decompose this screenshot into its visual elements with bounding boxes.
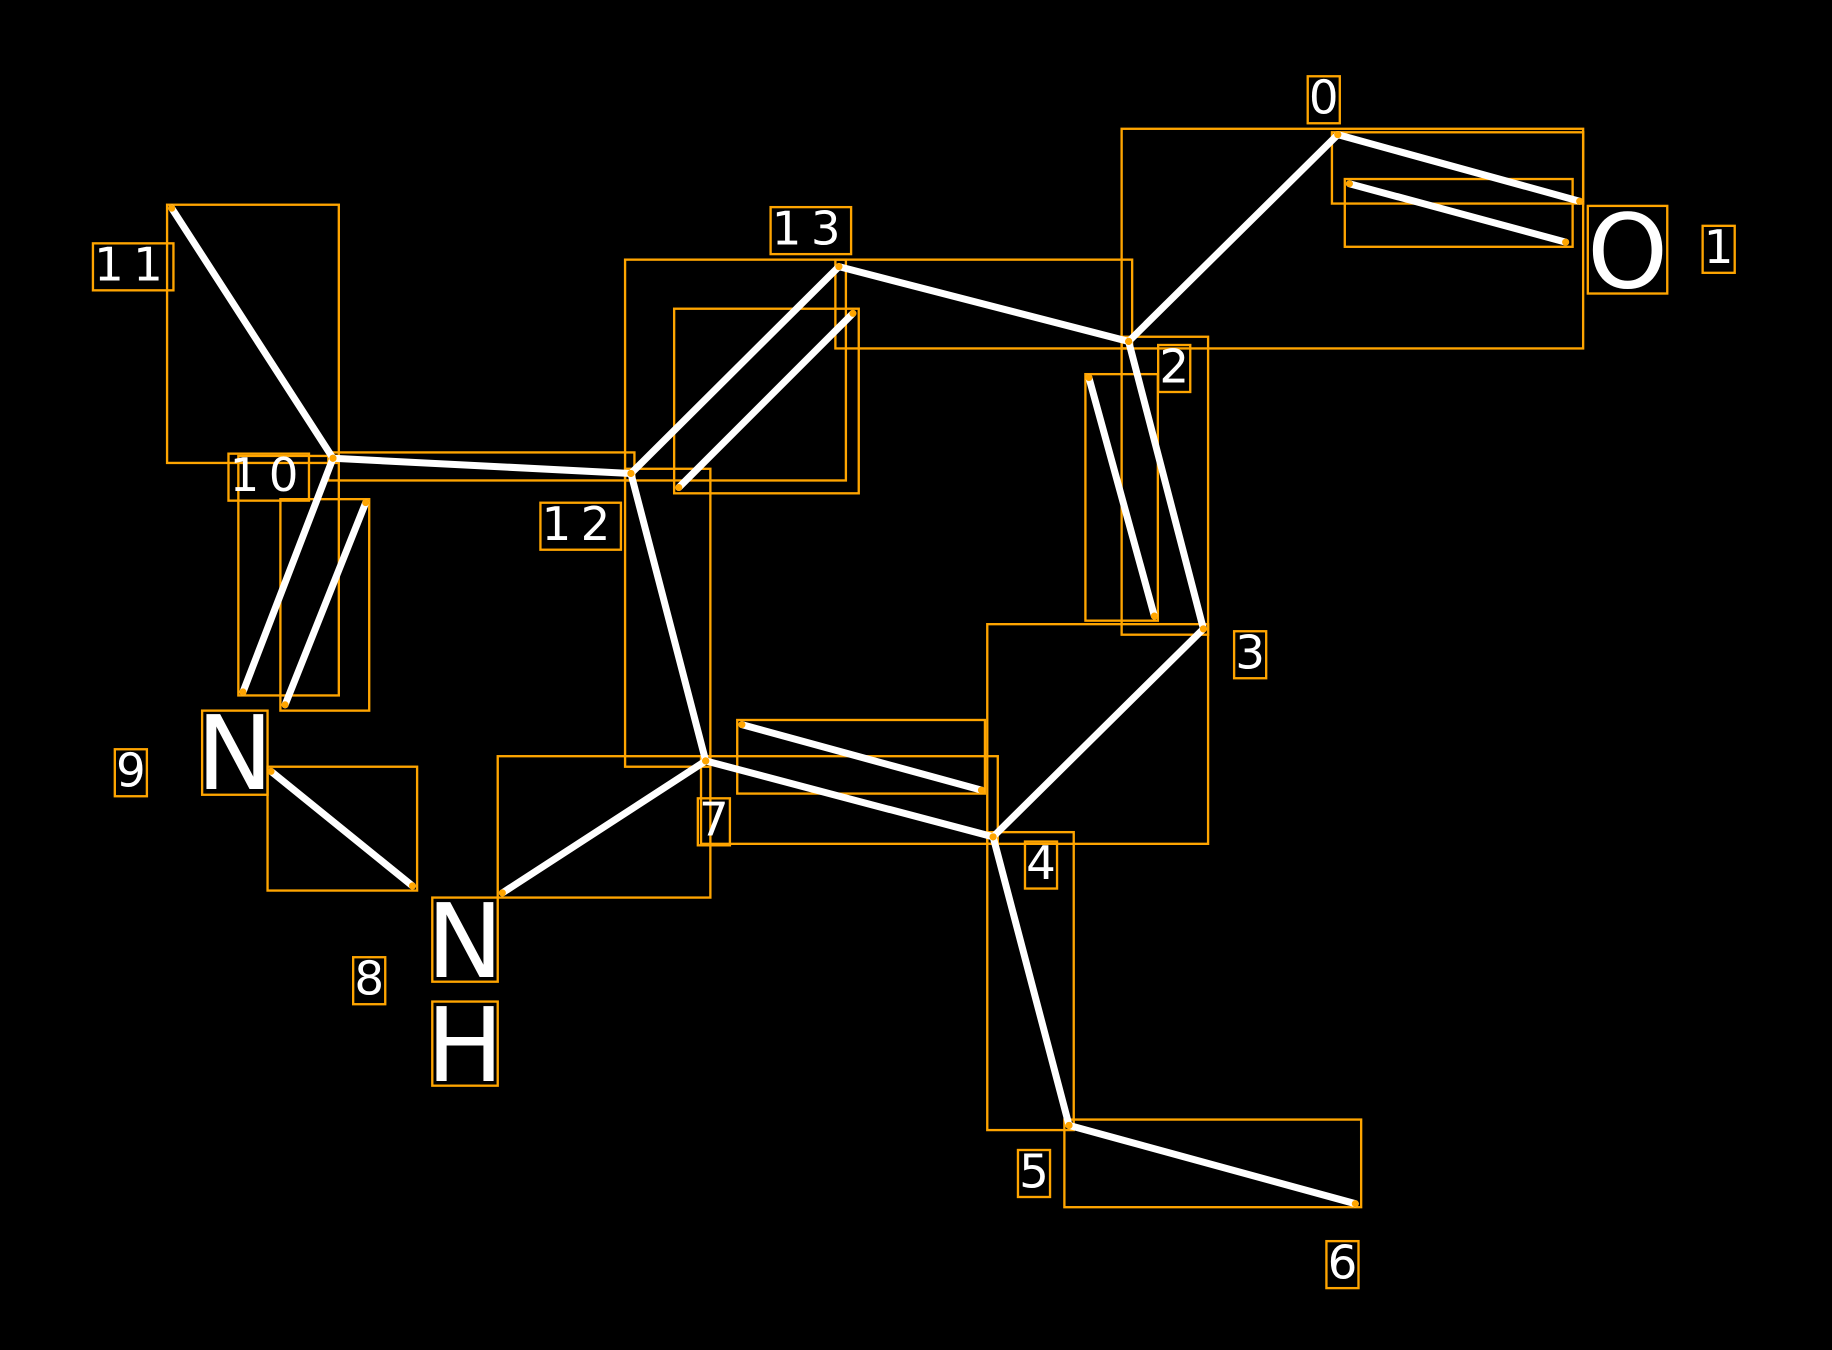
bond-box <box>165 203 340 465</box>
index-0: 0 <box>1309 72 1339 126</box>
index-label-box <box>769 205 853 256</box>
bond-box <box>1063 1118 1363 1209</box>
atom-indices: 0 1 2 3 4 5 6 7 8 9 10 11 12 13 <box>91 72 1736 1290</box>
bond-endpoint <box>362 499 370 507</box>
bond-endpoint <box>702 757 710 765</box>
bond-0-1-double <box>1345 180 1570 246</box>
atom-labels: O N N H <box>196 194 1669 1106</box>
index-10: 10 <box>230 449 308 503</box>
bond-12-10 <box>329 454 635 477</box>
bond-endpoint <box>329 454 337 462</box>
bond-endpoint <box>1065 1121 1073 1129</box>
index-6: 6 <box>1328 1236 1358 1290</box>
bond-10-9 <box>239 454 337 696</box>
bond-box <box>834 258 1134 350</box>
index-label-box <box>352 956 387 1006</box>
bond-endpoint <box>627 469 635 477</box>
bond-box <box>986 830 1075 1132</box>
index-5: 5 <box>1019 1145 1049 1199</box>
atom-nitrogen-9: N <box>196 695 273 814</box>
bond-box <box>623 258 848 482</box>
bond-box <box>266 765 419 892</box>
index-label-box <box>1701 224 1736 274</box>
index-4: 4 <box>1026 837 1056 891</box>
bond-13-12 <box>627 263 843 477</box>
bond-box <box>1343 177 1574 248</box>
index-label-box <box>1232 630 1268 680</box>
bond-box <box>986 623 1210 845</box>
bond-endpoint <box>1334 131 1342 139</box>
bond-endpoint <box>498 889 506 897</box>
bond-box <box>1330 131 1585 205</box>
atom-nitrogen-8: N <box>427 883 504 1002</box>
index-label-box <box>91 242 175 292</box>
bond-box <box>1084 372 1160 622</box>
index-13: 13 <box>772 202 850 256</box>
bond-7-4 <box>702 757 997 841</box>
bond-13-12-double <box>675 309 857 491</box>
bond-endpoint <box>1085 374 1093 382</box>
bond-box <box>736 718 987 795</box>
bond-0-2 <box>1125 131 1342 345</box>
bond-endpoint <box>977 786 985 794</box>
bond-endpoint <box>1576 197 1584 205</box>
bond-endpoint <box>267 767 275 775</box>
bond-endpoint <box>989 833 997 841</box>
bond-7-8 <box>498 757 710 897</box>
bond-7-4-double <box>738 721 985 794</box>
index-8: 8 <box>354 953 384 1007</box>
bond-endpoint <box>835 263 843 271</box>
bond-box <box>279 497 371 712</box>
bond-endpoint <box>408 882 416 890</box>
index-label-box <box>227 452 311 502</box>
index-11: 11 <box>94 239 172 293</box>
index-label-box <box>1157 343 1192 394</box>
bond-endpoint <box>1125 337 1133 345</box>
bounding-boxes <box>165 127 1585 1209</box>
bond-4-5 <box>989 833 1073 1129</box>
bond-endpoint <box>281 701 289 709</box>
index-label-box <box>1306 75 1341 125</box>
bond-endpoint <box>849 309 857 317</box>
bond-endpoint <box>738 721 746 729</box>
bond-2-13 <box>835 263 1133 345</box>
bond-4-3 <box>989 625 1207 841</box>
bond-endpoint <box>1345 180 1353 188</box>
bond-10-11 <box>168 204 337 462</box>
index-label-box <box>113 748 149 798</box>
index-7: 7 <box>699 794 729 848</box>
bond-endpoint <box>168 204 176 212</box>
bond-endpoint <box>1150 612 1158 620</box>
atom-hydrogen-8: H <box>426 987 503 1106</box>
index-3: 3 <box>1235 627 1265 681</box>
bond-3-2 <box>1125 337 1207 633</box>
index-label-box <box>1325 1239 1360 1290</box>
index-9: 9 <box>116 745 146 799</box>
bond-box <box>1120 127 1585 350</box>
atom-oxygen: O <box>1587 194 1668 313</box>
index-label-box <box>539 501 623 551</box>
index-12: 12 <box>542 498 620 552</box>
bond-10-9-double <box>281 499 370 709</box>
index-label-box <box>1016 1148 1052 1199</box>
index-label-box <box>1023 840 1059 890</box>
index-2: 2 <box>1159 340 1189 394</box>
bond-endpoint <box>1562 238 1570 246</box>
bond-5-6 <box>1065 1121 1359 1208</box>
bond-endpoint <box>1351 1200 1359 1208</box>
index-label-box <box>696 797 732 847</box>
bond-9-methyl <box>267 767 416 890</box>
bond-endpoint <box>239 688 247 696</box>
bond-3-2-double <box>1085 374 1158 620</box>
bond-box <box>496 755 712 899</box>
bonds <box>168 131 1584 1208</box>
bond-endpoint <box>675 483 683 491</box>
bond-box <box>672 307 860 495</box>
bond-box <box>623 467 712 768</box>
index-1: 1 <box>1704 221 1734 275</box>
bond-endpoint <box>1199 625 1207 633</box>
bond-0-1 <box>1334 131 1584 205</box>
bond-12-7 <box>627 469 710 765</box>
